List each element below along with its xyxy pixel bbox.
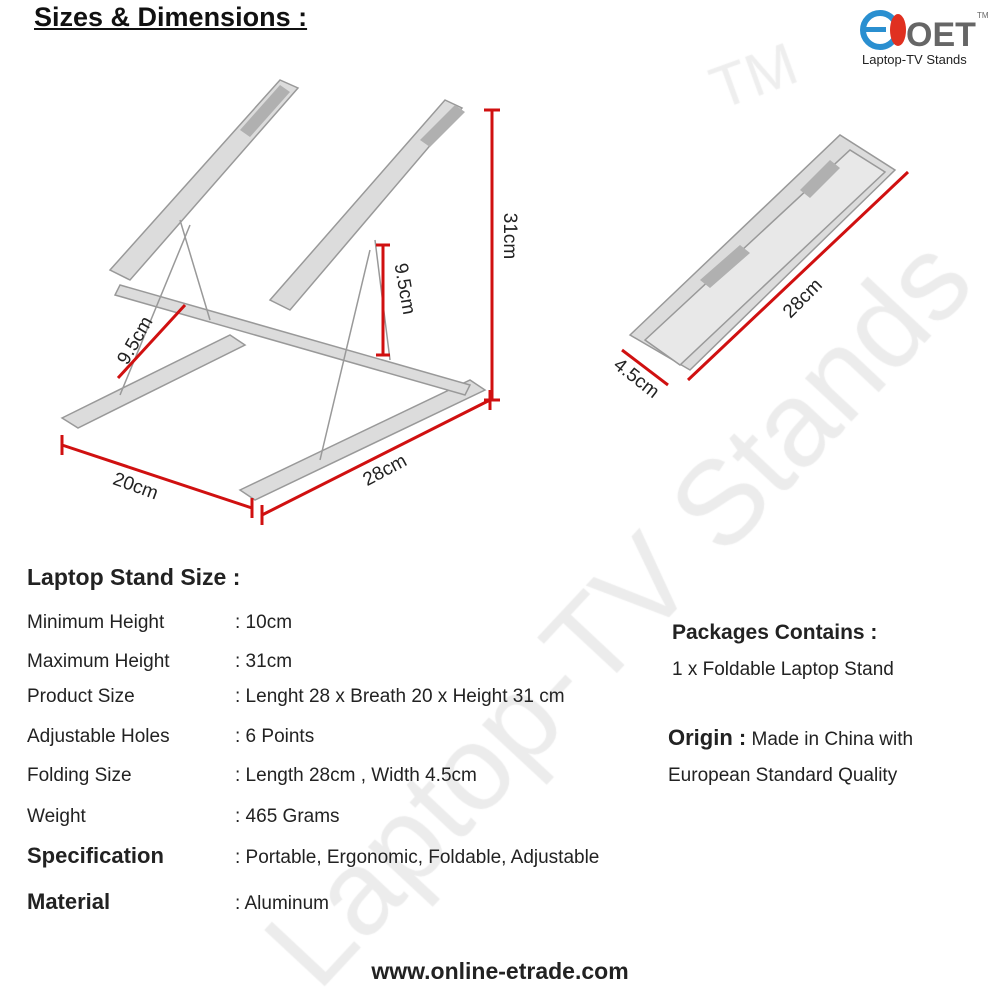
stand-base-right [238,379,487,501]
package-item: 1 x Foldable Laptop Stand [672,659,894,680]
spec-row: Specification: Portable, Ergonomic, Fold… [27,843,600,868]
product-illustration [60,79,910,525]
page-title: Sizes & Dimensions : [34,2,308,32]
stand-base-left [60,334,247,429]
spec-row: Minimum Height: 10cm [27,612,293,633]
spec-row: Maximum Height: 31cm [27,651,293,672]
brand-logo: OET TM Laptop-TV Stands [860,8,995,70]
spec-row: Weight: 465 Grams [27,806,340,827]
spec-row: Product Size: Lenght 28 x Breath 20 x He… [27,686,565,707]
svg-text:OET: OET [906,16,976,54]
svg-text:TM: TM [977,11,989,20]
dimension-lines [60,108,910,525]
logo-tagline: Laptop-TV Stands [862,52,967,67]
website-url: www.online-etrade.com [371,958,629,984]
package-heading: Packages Contains : [672,621,878,644]
spec-row: Material: Aluminum [27,889,329,914]
spec-row: Adjustable Holes: 6 Points [27,726,315,747]
spec-heading: Laptop Stand Size : [27,564,241,590]
spec-row: Folding Size: Length 28cm , Width 4.5cm [27,765,477,786]
dim-height: 31cm [499,212,521,260]
